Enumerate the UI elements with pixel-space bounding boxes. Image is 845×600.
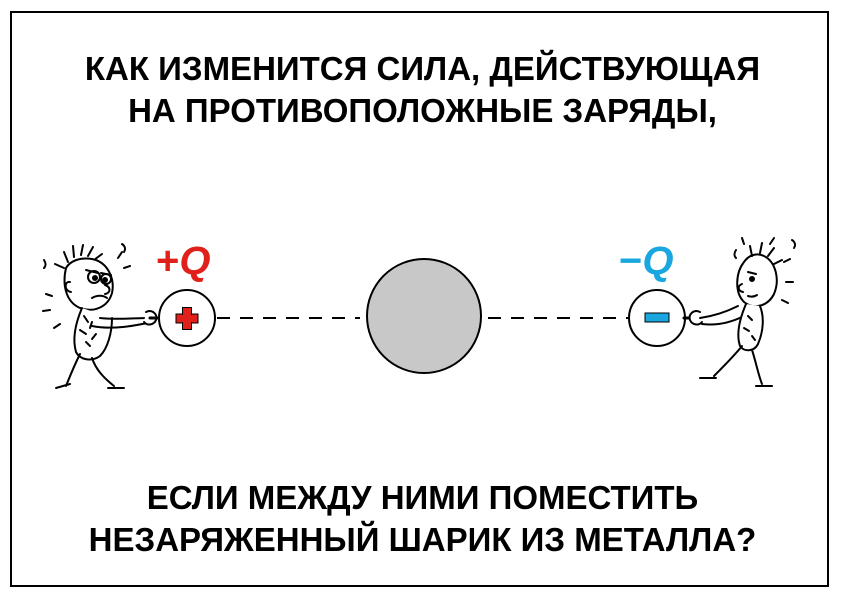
minus-sign-icon (644, 312, 670, 323)
positive-charge-sign: + (156, 239, 180, 283)
cartoon-man-pulling-left-icon (42, 243, 164, 389)
question-top-text: КАК ИЗМЕНИТСЯ СИЛА, ДЕЙСТВУЮЩАЯ НА ПРОТИ… (0, 48, 845, 132)
positive-charge-symbol: Q (179, 239, 211, 283)
question-line: ЕСЛИ МЕЖДУ НИМИ ПОМЕСТИТЬ (146, 479, 699, 516)
question-line: КАК ИЗМЕНИТСЯ СИЛА, ДЕЙСТВУЮЩАЯ (84, 50, 761, 87)
question-line: НА ПРОТИВОПОЛОЖНЫЕ ЗАРЯДЫ, (128, 92, 717, 129)
cartoon-man-pulling-right-icon (682, 237, 797, 387)
positive-charge-label: +Q (156, 241, 210, 281)
question-line: НЕЗАРЯЖЕННЫЙ ШАРИК ИЗ МЕТАЛЛА? (88, 521, 757, 558)
negative-charge-symbol: Q (642, 239, 674, 283)
negative-charge-label: −Q (619, 241, 673, 281)
uncharged-metal-ball (366, 258, 482, 374)
question-bottom-text: ЕСЛИ МЕЖДУ НИМИ ПОМЕСТИТЬ НЕЗАРЯЖЕННЫЙ Ш… (0, 477, 845, 561)
plus-sign-icon (175, 307, 199, 330)
negative-charge-sign: − (619, 239, 643, 283)
